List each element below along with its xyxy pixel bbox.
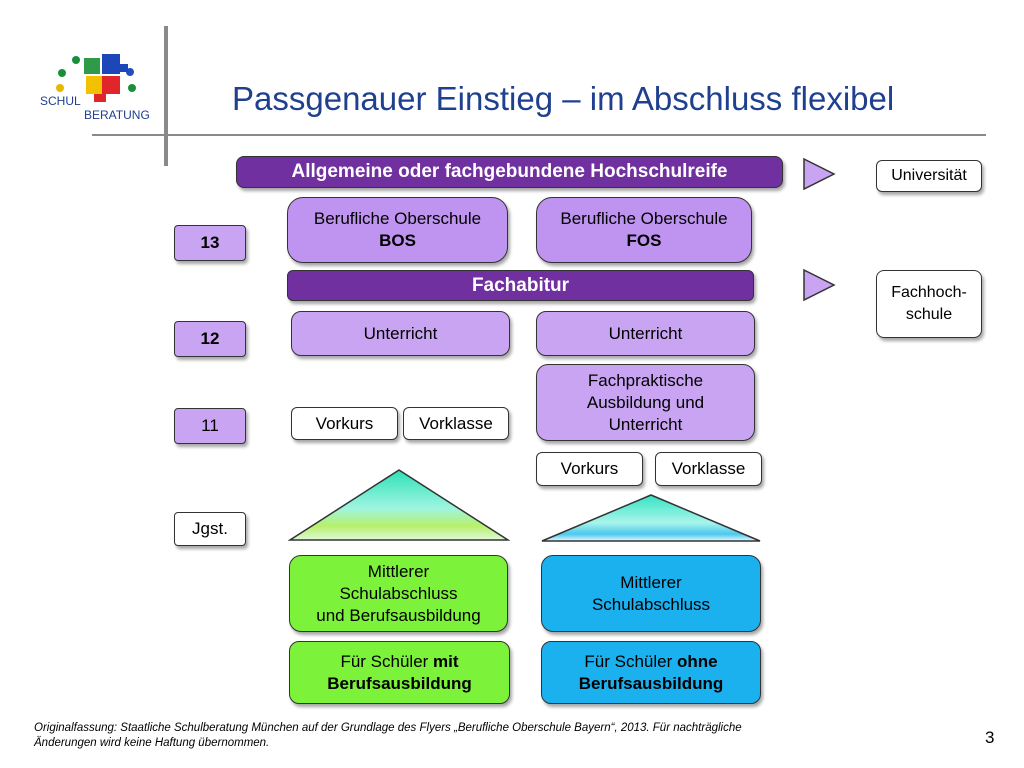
fh-label-line2: schule — [905, 306, 953, 323]
puzzle-logo-icon — [56, 54, 136, 102]
fos-title-line2: FOS — [626, 231, 662, 250]
bos-unterricht-box: Unterricht — [291, 311, 510, 356]
arrow-right-icon — [803, 268, 836, 302]
page-number: 3 — [985, 728, 995, 747]
page-title: Passgenauer Einstieg – im Abschluss flex… — [232, 80, 895, 117]
footnote-line2: Änderungen wird keine Haftung übernommen… — [34, 737, 270, 749]
bos-roof-triangle — [288, 469, 510, 541]
grade-12-label: 12 — [200, 329, 220, 348]
footnote-line1: Originalfassung: Staatliche Schulberatun… — [34, 722, 742, 734]
fos-roof-triangle — [541, 494, 761, 542]
fachabitur-label: Fachabitur — [471, 274, 570, 296]
fos-praxis-box: Fachpraktische Ausbildung und Unterricht — [536, 364, 755, 441]
footnote: Originalfassung: Staatliche Schulberatun… — [34, 721, 934, 751]
fos-target-pre: Für Schüler — [584, 651, 677, 671]
fh-label-line1: Fachhoch- — [891, 284, 967, 301]
fos-unterricht-label: Unterricht — [608, 323, 683, 343]
fos-target-line1: Für Schüler ohne — [584, 651, 717, 673]
bos-target-line1: Für Schüler mit — [340, 651, 458, 673]
fachabitur-bar: Fachabitur — [287, 270, 754, 301]
bos-title-line2: BOS — [379, 231, 416, 250]
fos-abschluss-line1: Mittlerer — [620, 572, 682, 592]
bos-target-bold: mit — [433, 651, 459, 671]
fos-unterricht-box: Unterricht — [536, 311, 755, 356]
destination-universitaet: Universität — [876, 160, 982, 192]
grade-13-badge: 13 — [174, 225, 246, 261]
grade-label-badge: Jgst. — [174, 512, 246, 546]
bos-title-line1: Berufliche Oberschule — [313, 209, 482, 228]
fos-praxis-line1: Fachpraktische — [587, 370, 704, 390]
logo-text-top: SCHUL — [40, 94, 81, 108]
grade-12-badge: 12 — [174, 321, 246, 357]
bos-abschluss-line3: und Berufsausbildung — [316, 605, 481, 625]
bos-vorkurs-label: Vorkurs — [315, 413, 374, 433]
logo-text-bottom: BERATUNG — [84, 108, 150, 122]
fos-vorkurs-box: Vorkurs — [536, 452, 643, 486]
grade-11-label: 11 — [201, 416, 219, 435]
bos-target-pre: Für Schüler — [340, 651, 434, 671]
bos-abschluss-line2: Schulabschluss — [339, 583, 458, 603]
bos-target-line2: Berufsausbildung — [327, 673, 472, 693]
bos-target-box: Für Schüler mit Berufsausbildung — [289, 641, 510, 704]
arrow-right-icon — [803, 157, 836, 191]
fos-praxis-line3: Unterricht — [608, 414, 683, 434]
jgst-label: Jgst. — [192, 519, 228, 538]
fos-abschluss-box: Mittlerer Schulabschluss — [541, 555, 761, 632]
fos-target-box: Für Schüler ohne Berufsausbildung — [541, 641, 761, 704]
bos-vorklasse-label: Vorklasse — [419, 413, 493, 433]
destination-fachhochschule: Fachhoch- schule — [876, 270, 982, 338]
bos-abschluss-box: Mittlerer Schulabschluss und Berufsausbi… — [289, 555, 508, 632]
fos-title-line1: Berufliche Oberschule — [560, 209, 728, 228]
logo: SCHUL BERATUNG — [36, 46, 156, 126]
fos-vorklasse-box: Vorklasse — [655, 452, 762, 486]
universitaet-label: Universität — [891, 167, 967, 184]
vertical-divider — [164, 26, 168, 166]
fos-target-bold: ohne — [676, 651, 718, 671]
hochschulreife-bar: Allgemeine oder fachgebundene Hochschulr… — [236, 156, 783, 188]
grade-11-badge: 11 — [174, 408, 246, 444]
bos-vorklasse-box: Vorklasse — [403, 407, 509, 440]
fos-target-line2: Berufsausbildung — [578, 673, 724, 693]
horizontal-divider — [92, 134, 986, 136]
bos-title-box: Berufliche Oberschule BOS — [287, 197, 508, 263]
grade-13-label: 13 — [200, 233, 220, 252]
hochschulreife-label: Allgemeine oder fachgebundene Hochschulr… — [291, 161, 728, 182]
bos-unterricht-label: Unterricht — [363, 323, 438, 343]
fos-abschluss-line2: Schulabschluss — [591, 594, 711, 614]
bos-abschluss-line1: Mittlerer — [367, 561, 430, 581]
bos-vorkurs-box: Vorkurs — [291, 407, 398, 440]
fos-title-box: Berufliche Oberschule FOS — [536, 197, 752, 263]
fos-vorklasse-label: Vorklasse — [671, 459, 746, 478]
fos-praxis-line2: Ausbildung und — [586, 392, 705, 412]
fos-vorkurs-label: Vorkurs — [560, 459, 619, 478]
